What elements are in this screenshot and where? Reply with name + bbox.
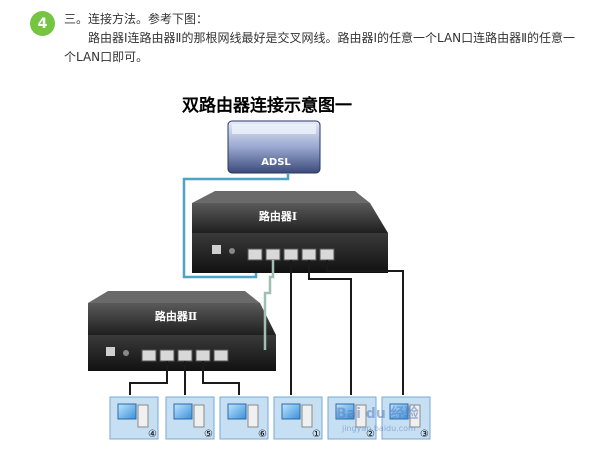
baidu-watermark: Bai du 经验 jingyan.baidu.com bbox=[336, 405, 420, 433]
pc-label-5: ⑤ bbox=[204, 429, 213, 440]
router-2-ports bbox=[141, 349, 229, 362]
router-1-lan-cables bbox=[290, 260, 404, 395]
pc-6: ⑥ bbox=[219, 396, 269, 440]
pc-label-6: ⑥ bbox=[258, 429, 267, 440]
watermark-brand: Bai du 经验 bbox=[336, 405, 420, 422]
pc-label-3: ③ bbox=[420, 429, 429, 440]
pc-label-1: ① bbox=[312, 429, 321, 440]
router-2-label: 路由器Ⅱ bbox=[155, 309, 197, 323]
pc-2: ② bbox=[327, 396, 377, 440]
router-2: 路由器Ⅱ bbox=[88, 291, 276, 371]
wan-cable bbox=[182, 173, 290, 279]
pc-3: ③ bbox=[381, 396, 431, 440]
router-1: 路由器Ⅰ bbox=[192, 191, 388, 273]
pc-label-2: ② bbox=[366, 429, 375, 440]
pc-5: ⑤ bbox=[165, 396, 215, 440]
pc-1: ① bbox=[273, 396, 323, 440]
watermark-url: jingyan.baidu.com bbox=[341, 424, 416, 433]
modem-label: ADSL bbox=[261, 157, 291, 168]
pc-label-4: ④ bbox=[148, 429, 157, 440]
router-2-lan-cables bbox=[129, 361, 240, 395]
router-1-label: 路由器Ⅰ bbox=[259, 209, 297, 223]
adsl-modem: ADSL bbox=[227, 120, 321, 174]
pc-group: ④ ⑤ ⑥ ① bbox=[109, 396, 431, 440]
step-description: 路由器Ⅰ连路由器Ⅱ的那根网线最好是交叉网线。路由器Ⅰ的任意一个LAN口连路由器Ⅱ… bbox=[64, 31, 576, 64]
router-1-ports bbox=[247, 248, 335, 261]
diagram-title: 双路由器连接示意图一 bbox=[182, 95, 352, 116]
pc-4: ④ bbox=[109, 396, 159, 440]
step-number-badge: 4 bbox=[30, 11, 55, 36]
step-heading: 三。连接方法。参考下图： bbox=[64, 12, 209, 26]
step-text: 三。连接方法。参考下图： 路由器Ⅰ连路由器Ⅱ的那根网线最好是交叉网线。路由器Ⅰ的… bbox=[64, 10, 584, 67]
crossover-cable bbox=[263, 260, 275, 350]
router-connection-diagram: 双路由器连接示意图一 ADSL 路由器Ⅰ bbox=[80, 93, 445, 463]
